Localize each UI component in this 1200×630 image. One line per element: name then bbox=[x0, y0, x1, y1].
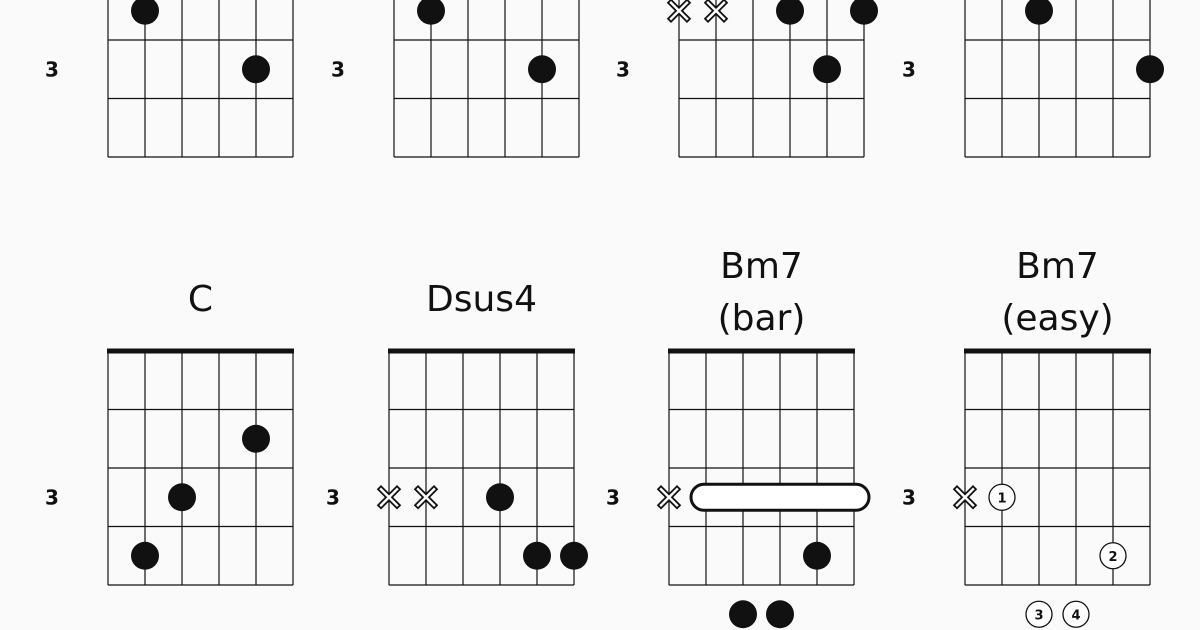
finger-number-label: 4 bbox=[1071, 608, 1080, 623]
finger-dot bbox=[523, 541, 551, 570]
fret-number-label: 3 bbox=[326, 485, 340, 509]
fretboard-grid bbox=[107, 348, 294, 586]
mute-x-icon bbox=[952, 485, 978, 510]
finger-dot bbox=[417, 0, 445, 25]
fret-number-label: 3 bbox=[45, 485, 59, 509]
fret-number-label: 3 bbox=[616, 57, 630, 81]
fret-number-label: 3 bbox=[606, 485, 620, 509]
fret-number-label: 3 bbox=[331, 57, 345, 81]
finger-number-marker: 2 bbox=[1099, 542, 1127, 570]
mute-x-icon bbox=[656, 485, 682, 510]
finger-dot bbox=[486, 483, 514, 512]
chord-diagram: 3 bbox=[45, 0, 294, 158]
fret-number-label: 3 bbox=[45, 57, 59, 81]
fret-number-label: 3 bbox=[902, 57, 916, 81]
chord-title: Bm7 (easy) bbox=[1001, 246, 1113, 339]
chord-diagram: C3 bbox=[45, 279, 294, 586]
finger-dot bbox=[776, 0, 804, 25]
finger-dot bbox=[168, 483, 196, 512]
mute-x-icon bbox=[376, 485, 402, 510]
finger-dot bbox=[242, 55, 270, 84]
finger-number-marker: 3 bbox=[1025, 600, 1053, 628]
chord-title-line: C bbox=[188, 279, 213, 320]
mute-x-icon bbox=[703, 0, 729, 23]
finger-number-marker: 1 bbox=[988, 483, 1016, 511]
chord-diagram: 3 bbox=[616, 0, 878, 158]
chord-title-line: (easy) bbox=[1001, 298, 1113, 339]
nut-bar bbox=[388, 348, 575, 354]
chord-title-line: Bm7 bbox=[1016, 246, 1099, 287]
nut-bar bbox=[668, 348, 855, 354]
finger-dot bbox=[528, 55, 556, 84]
fret-number-label: 3 bbox=[902, 485, 916, 509]
finger-dot bbox=[131, 541, 159, 570]
finger-dot bbox=[1136, 55, 1164, 84]
finger-dot bbox=[560, 541, 588, 570]
chord-title-line: Dsus4 bbox=[426, 279, 537, 320]
finger-dot bbox=[803, 541, 831, 570]
chord-title: Bm7 (bar) bbox=[718, 246, 806, 339]
finger-number-label: 1 bbox=[997, 491, 1006, 506]
finger-number-marker: 4 bbox=[1062, 600, 1090, 628]
chord-diagram: 3 bbox=[902, 0, 1164, 158]
finger-number-label: 2 bbox=[1108, 550, 1117, 565]
fretboard-grid bbox=[668, 348, 855, 586]
chord-diagram: Bm7 (bar) 3 bbox=[606, 246, 871, 629]
nut-bar bbox=[964, 348, 1151, 354]
finger-dot bbox=[131, 0, 159, 25]
finger-dot bbox=[813, 55, 841, 84]
chord-diagram: Bm7 (easy) 3 1 2 3 4 bbox=[902, 246, 1151, 628]
finger-number-label: 3 bbox=[1034, 608, 1043, 623]
fretboard-grid bbox=[964, 0, 1151, 158]
fretboard-grid bbox=[964, 348, 1151, 586]
fretboard-grid bbox=[107, 0, 294, 158]
chord-diagram: Dsus4 3 bbox=[326, 279, 588, 586]
barre-bar bbox=[689, 482, 871, 512]
finger-dot bbox=[242, 424, 270, 453]
chord-diagram: 3 bbox=[331, 0, 580, 158]
fretboard-grid bbox=[388, 348, 575, 586]
finger-dot bbox=[1025, 0, 1053, 25]
chord-title-line: Bm7 bbox=[720, 246, 803, 287]
chord-title: C bbox=[188, 279, 213, 320]
nut-bar bbox=[107, 348, 294, 354]
mute-x-icon bbox=[666, 0, 692, 23]
finger-dot bbox=[850, 0, 878, 25]
mute-x-icon bbox=[413, 485, 439, 510]
chord-title-line: (bar) bbox=[718, 298, 806, 339]
finger-dot bbox=[766, 600, 794, 629]
finger-dot bbox=[729, 600, 757, 629]
chord-title: Dsus4 bbox=[426, 279, 537, 320]
